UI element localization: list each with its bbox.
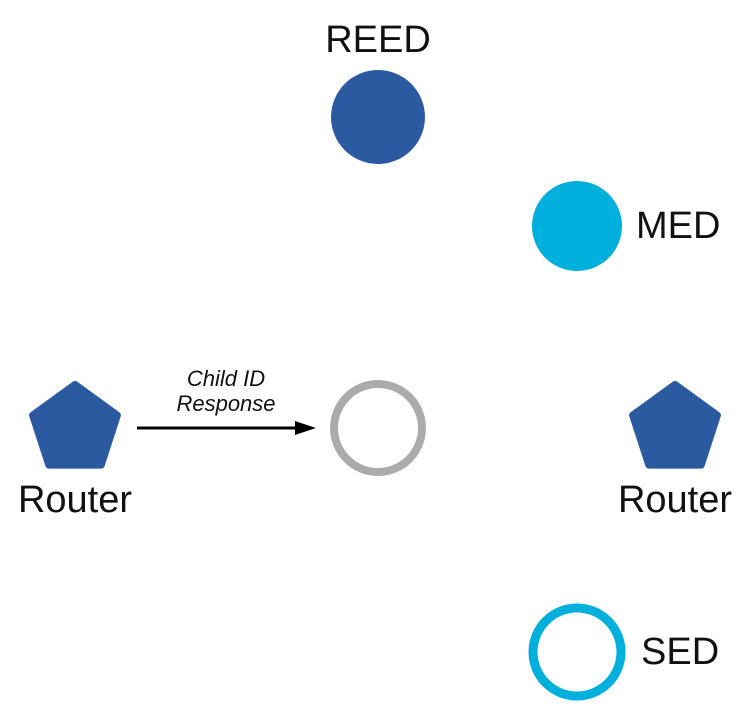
med-circle-shape — [532, 181, 622, 271]
med-filled-circle-icon — [532, 181, 622, 271]
arrow-head-icon — [295, 421, 316, 435]
med-node-label: MED — [636, 205, 721, 247]
arrow-message-line1: Child ID — [186, 366, 266, 391]
reed-node-label: REED — [325, 19, 431, 61]
sed-outlined-circle-icon — [528, 603, 626, 701]
arrow-message-line2: Response — [176, 391, 276, 416]
router-right-pentagon-icon — [629, 381, 721, 469]
router-right-node-label: Router — [617, 479, 733, 521]
sed-circle-shape — [528, 603, 626, 701]
router-left-node-label: Router — [17, 479, 133, 521]
reed-circle-shape — [331, 70, 425, 164]
new-device-circle-shape — [330, 380, 426, 476]
router-left-pentagon-shape — [29, 381, 121, 469]
new-device-outlined-circle-icon — [330, 380, 426, 476]
sed-node-label: SED — [641, 631, 720, 673]
child-id-response-arrow — [137, 421, 316, 435]
router-right-pentagon-shape — [629, 381, 721, 469]
reed-filled-circle-icon — [331, 70, 425, 164]
router-left-pentagon-icon — [29, 381, 121, 469]
arrow-message-label: Child ID Response — [176, 366, 275, 416]
